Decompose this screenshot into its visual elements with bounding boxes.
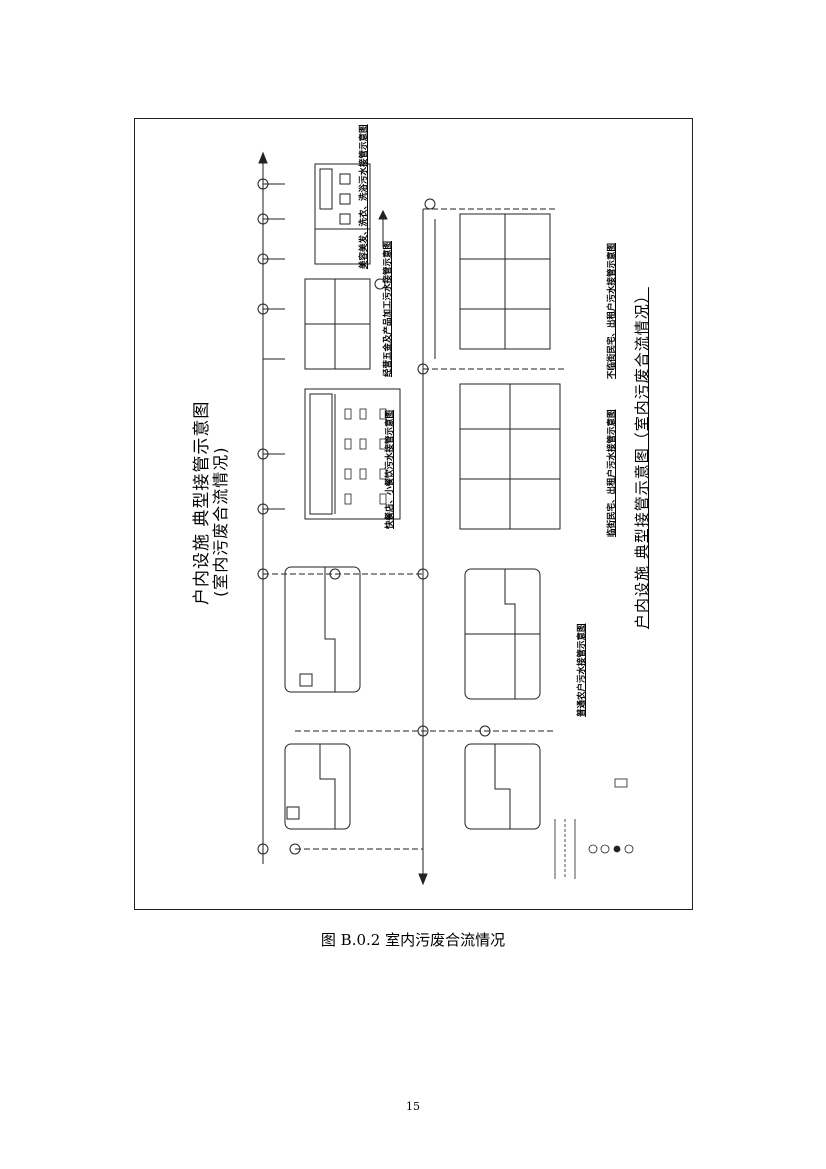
plumbing-diagram — [257, 151, 634, 886]
diagram-subtitle: (室内污废合流情况) — [211, 446, 230, 598]
beauty-salon — [314, 163, 371, 265]
ordinary-house-b — [284, 566, 361, 693]
caption-catering: 快餐店、小餐饮污水接管示意图 — [385, 409, 395, 529]
catering-shop — [304, 388, 401, 520]
arrow-up-icon — [258, 151, 268, 164]
arrow-down-icon — [418, 873, 428, 886]
caption-ordinary: 普通农户污水接管示意图 — [577, 623, 587, 717]
caption-roadside: 临街民宅、出租户污水接管示意图 — [607, 409, 617, 537]
bottom-title: 户内设施 典型接管示意图（室内污废合流情况） — [633, 287, 651, 629]
figure-caption: 图 B.0.2 室内污废合流情况 — [320, 931, 506, 949]
drawing-frame: 户内设施 典型接管示意图 (室内污废合流情况) 美容美发、洗衣、洗浴污水接管示意… — [134, 118, 693, 910]
ordinary-house-c — [464, 743, 541, 830]
ordinary-house-a — [284, 743, 351, 830]
caption-non-roadside: 不临街民宅、出租户污水接管示意图 — [607, 242, 617, 379]
caption-hardware: 经营五金及产品加工污水接管示意图 — [383, 240, 393, 377]
legend — [554, 778, 634, 879]
caption-beauty: 美容美发、洗衣、洗浴污水接管示意图 — [359, 124, 369, 269]
page-number: 15 — [406, 1100, 420, 1113]
